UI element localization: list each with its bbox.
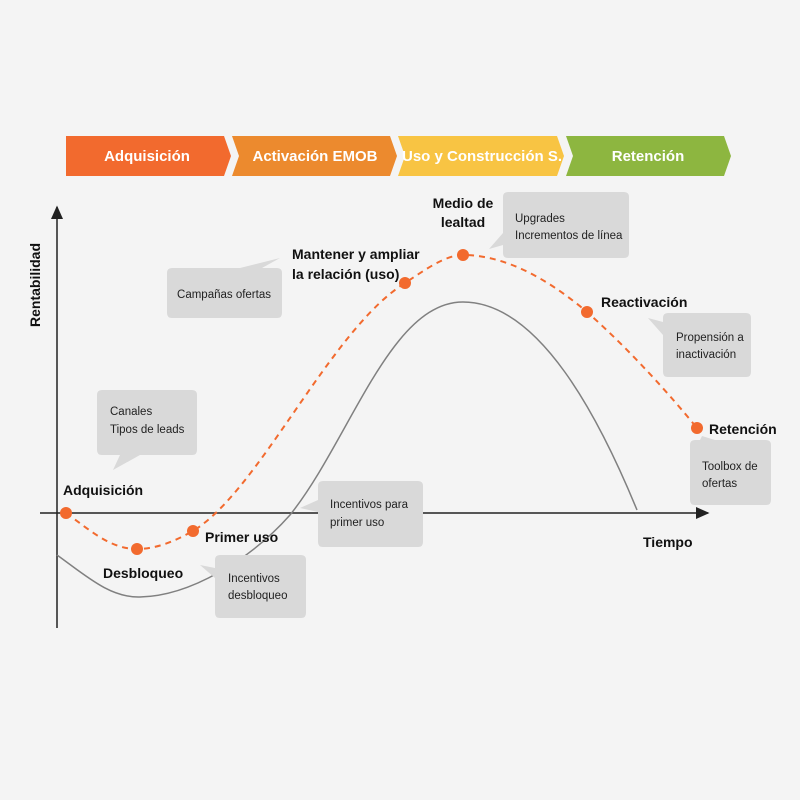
callout-text: Toolbox de [702, 461, 758, 473]
profitability-curve [56, 301, 638, 598]
x-axis-label: Tiempo [643, 534, 693, 550]
stage-arrow-activacion [232, 136, 397, 176]
callout-text: ofertas [702, 478, 737, 490]
dot-retencion [691, 422, 703, 434]
callout-incentivos-desbloqueo: Incentivos desbloqueo [200, 555, 306, 618]
milestone-label: Medio de [433, 195, 494, 211]
callout-toolbox: Toolbox de ofertas [690, 436, 771, 505]
callout-canales: Canales Tipos de leads [97, 390, 197, 470]
milestone-dots [60, 249, 703, 555]
stage-banner: Adquisición Activación EMOB Uso y Constr… [66, 136, 731, 176]
dot-mantener [399, 277, 411, 289]
callout-text: Campañas ofertas [177, 289, 271, 301]
dot-desbloqueo [131, 543, 143, 555]
stage-arrow-uso [398, 136, 564, 176]
milestone-label: Retención [709, 421, 777, 437]
y-axis-label: Rentabilidad [27, 243, 43, 327]
milestone-label: lealtad [441, 214, 485, 230]
callout-text: Upgrades [515, 213, 565, 225]
callout-text: Incentivos [228, 573, 280, 585]
stage-arrow-retencion [566, 136, 731, 176]
dot-reactivacion [581, 306, 593, 318]
milestone-label: la relación (uso) [292, 266, 399, 282]
callout-text: primer uso [330, 517, 384, 529]
milestone-label: Mantener y ampliar [292, 246, 420, 262]
stage-label: Activación EMOB [252, 148, 377, 165]
callout-upgrades: Upgrades Incrementos de línea [489, 192, 629, 258]
stage-label: Adquisición [104, 148, 190, 165]
milestone-label: Primer uso [205, 529, 278, 545]
stage-arrow-adquisicion [66, 136, 231, 176]
milestone-label: Reactivación [601, 294, 687, 310]
dot-primer-uso [187, 525, 199, 537]
callout-text: inactivación [676, 349, 736, 361]
dot-medio-lealtad [457, 249, 469, 261]
stage-label: Uso y Construcción S. [402, 148, 562, 165]
callout-incentivos-primer-uso: Incentivos para primer uso [300, 481, 423, 547]
stage-label: Retención [612, 148, 685, 165]
dot-adquisicion [60, 507, 72, 519]
callout-campanas: Campañas ofertas [167, 258, 282, 318]
callout-text: Incentivos para [330, 499, 409, 511]
milestone-label: Adquisición [63, 482, 143, 498]
callout-text: Tipos de leads [110, 424, 185, 436]
milestone-label: Desbloqueo [103, 565, 183, 581]
callout-text: Canales [110, 406, 152, 418]
callout-text: desbloqueo [228, 590, 287, 602]
callout-text: Propensión a [676, 332, 744, 344]
callout-text: Incrementos de línea [515, 230, 623, 242]
callout-propension: Propensión a inactivación [648, 313, 751, 377]
